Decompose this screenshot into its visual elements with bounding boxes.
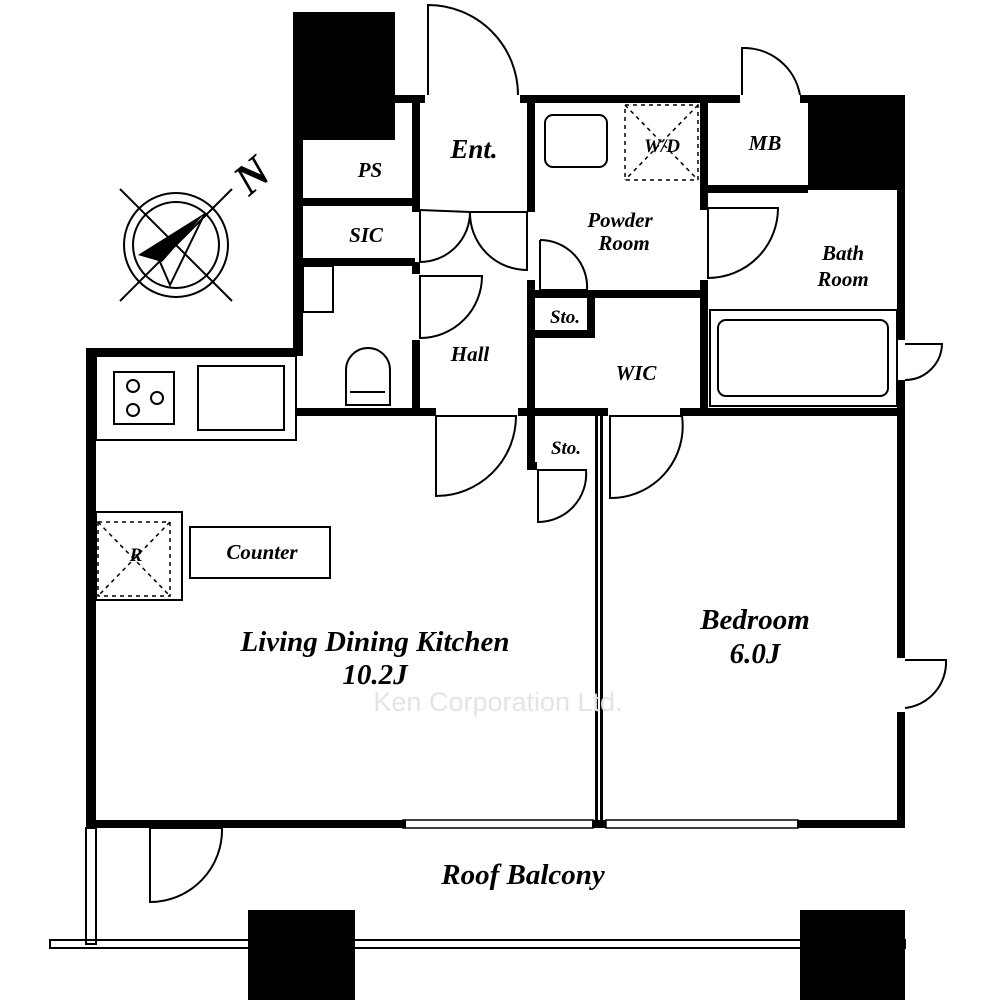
structural-column [248, 910, 355, 1000]
room-label-wic: WIC [616, 361, 658, 385]
doors [149, 3, 948, 904]
walls [86, 95, 905, 828]
room-label-wd: W/D [644, 136, 680, 157]
room-label-mb: MB [748, 131, 782, 155]
room-label-ldk: Living Dining Kitchen [239, 626, 509, 658]
burner [150, 391, 164, 405]
room-label-counter: Counter [226, 540, 298, 564]
burner [126, 379, 140, 393]
room-label-ps: PS [357, 158, 383, 182]
room-label-bath-2: Room [816, 267, 868, 291]
toilet [345, 347, 391, 406]
room-size-bedroom: 6.0J [730, 638, 782, 670]
bathtub [709, 309, 898, 407]
structural-column [293, 12, 395, 140]
kitchen-counter [95, 355, 297, 441]
structural-column [808, 95, 905, 190]
room-label-storage-upper: Sto. [550, 307, 580, 328]
room-label-storage-lower: Sto. [551, 438, 581, 459]
washer-space [624, 104, 699, 181]
toilet-shelf [302, 265, 334, 313]
sliding-doors [402, 819, 799, 829]
room-label-powder-1: Powder [586, 208, 653, 232]
balcony-railing [49, 827, 906, 949]
burner [126, 403, 140, 417]
structural-column [800, 910, 905, 1000]
stove [113, 371, 175, 425]
room-label-bedroom: Bedroom [699, 604, 810, 636]
compass-north-label: N [223, 145, 281, 205]
refrigerator-space [97, 521, 171, 597]
room-label-refrigerator: R [129, 545, 143, 566]
room-label-powder-2: Room [597, 231, 649, 255]
room-size-ldk: 10.2J [342, 659, 409, 691]
washbasin [544, 114, 608, 168]
counter-box [189, 526, 331, 579]
compass-icon: N [119, 145, 282, 302]
room-label-balcony: Roof Balcony [440, 859, 605, 891]
watermark: Ken Corporation Ltd. [373, 687, 622, 717]
room-label-hall: Hall [450, 342, 490, 366]
sink [197, 365, 285, 431]
room-label-sic: SIC [349, 223, 384, 247]
room-label-bath-1: Bath [821, 241, 864, 265]
room-label-entrance: Ent. [449, 134, 497, 164]
